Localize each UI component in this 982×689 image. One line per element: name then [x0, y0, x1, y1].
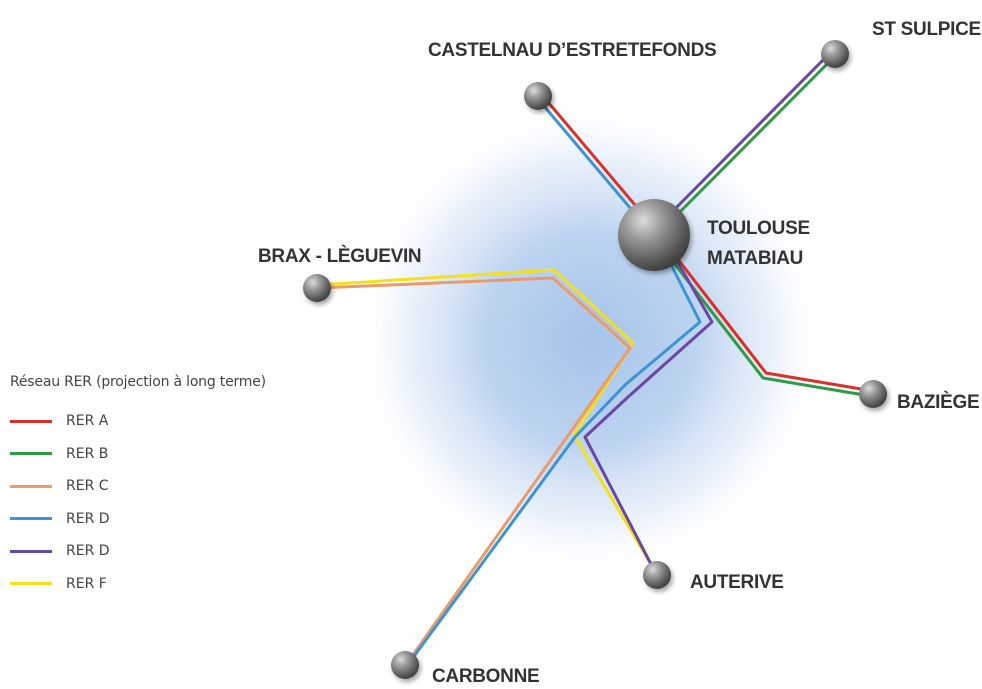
- legend-label: RER D: [66, 510, 110, 527]
- label-castelnau: CASTELNAU D’ESTRETEFONDS: [428, 40, 716, 61]
- station-castelnau[interactable]: [524, 82, 552, 110]
- station-toulouse-matabiau[interactable]: [618, 199, 690, 271]
- rer-d-line-south: [407, 231, 702, 665]
- label-baziege: BAZIÈGE: [897, 391, 979, 413]
- label-st-sulpice: ST SULPICE: [872, 19, 981, 40]
- legend-swatch-rer-f: [10, 582, 52, 586]
- stations: [303, 40, 887, 679]
- legend-title: Réseau RER (projection à long terme): [10, 374, 266, 390]
- legend: Réseau RER (projection à long terme) RER…: [10, 374, 266, 600]
- legend-item-rer-f: RER F: [10, 568, 266, 601]
- label-brax: BRAX - LÈGUEVIN: [258, 245, 421, 267]
- legend-swatch-rer-a: [10, 419, 52, 423]
- station-baziege[interactable]: [859, 380, 887, 408]
- label-matabiau: MATABIAU: [707, 248, 803, 269]
- legend-label: RER C: [66, 478, 109, 495]
- rer-b-line-northeast: [655, 55, 836, 237]
- city-halo: [350, 100, 830, 580]
- rer-f-line: [317, 268, 654, 568]
- rer-a-line-east: [654, 229, 875, 393]
- legend-item-rer-b: RER B: [10, 438, 266, 471]
- station-labels: CASTELNAU D’ESTRETEFONDS ST SULPICE TOUL…: [258, 19, 981, 687]
- legend-label: RER F: [66, 575, 107, 592]
- label-carbonne: CARBONNE: [432, 666, 539, 687]
- legend-label: RER B: [66, 445, 109, 462]
- legend-swatch-rer-d-purple: [10, 549, 52, 553]
- legend-swatch-rer-b: [10, 452, 52, 456]
- legend-label: RER A: [66, 413, 109, 430]
- rer-d-purple-line-south: [583, 238, 714, 572]
- rer-c-line: [316, 276, 632, 668]
- label-toulouse: TOULOUSE: [707, 218, 810, 239]
- rer-d-purple-line-northeast: [651, 51, 832, 233]
- station-carbonne[interactable]: [391, 651, 419, 679]
- legend-swatch-rer-d-blue: [10, 517, 52, 521]
- legend-label: RER D: [66, 543, 110, 560]
- station-auterive[interactable]: [643, 561, 671, 589]
- legend-item-rer-c: RER C: [10, 470, 266, 503]
- station-st-sulpice[interactable]: [821, 40, 849, 68]
- rer-lines: [316, 51, 875, 668]
- label-auterive: AUTERIVE: [690, 572, 784, 593]
- legend-item-rer-a: RER A: [10, 405, 266, 438]
- legend-swatch-rer-c: [10, 484, 52, 488]
- station-brax[interactable]: [303, 274, 331, 302]
- legend-item-rer-d-purple: RER D: [10, 535, 266, 568]
- legend-item-rer-d-blue: RER D: [10, 503, 266, 536]
